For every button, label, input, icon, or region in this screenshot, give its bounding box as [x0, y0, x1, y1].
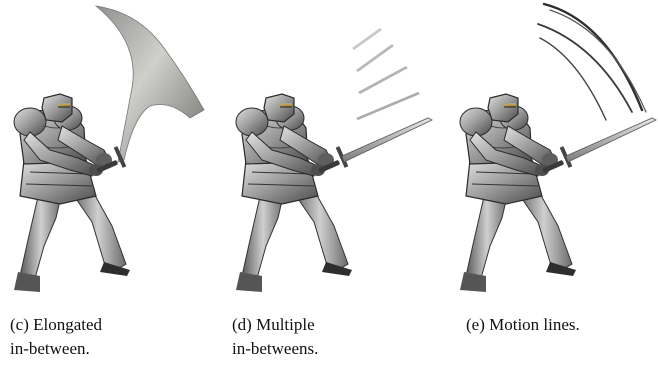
caption-e-line1: (e) Motion lines. — [466, 315, 580, 334]
knight-elongated-inbetween-image — [13, 5, 205, 293]
caption-c-line1: (c) Elongated — [10, 315, 103, 334]
caption-e: (e) Motion lines. — [466, 313, 580, 337]
knight-motion-lines-image — [459, 2, 657, 293]
caption-d: (d) Multiple in-betweens. — [232, 313, 318, 361]
caption-d-line1: (d) Multiple — [232, 315, 315, 334]
caption-c-line2: in-between. — [10, 339, 90, 358]
caption-d-line2: in-betweens. — [232, 339, 319, 358]
panel-e: (e) Motion lines. — [446, 0, 658, 367]
caption-c: (c) Elongated in-between. — [10, 313, 102, 361]
panel-d: (d) Multiple in-betweens. — [222, 0, 442, 367]
knight-multiple-inbetweens-image — [235, 28, 433, 293]
panel-c: (c) Elongated in-between. — [0, 0, 220, 367]
